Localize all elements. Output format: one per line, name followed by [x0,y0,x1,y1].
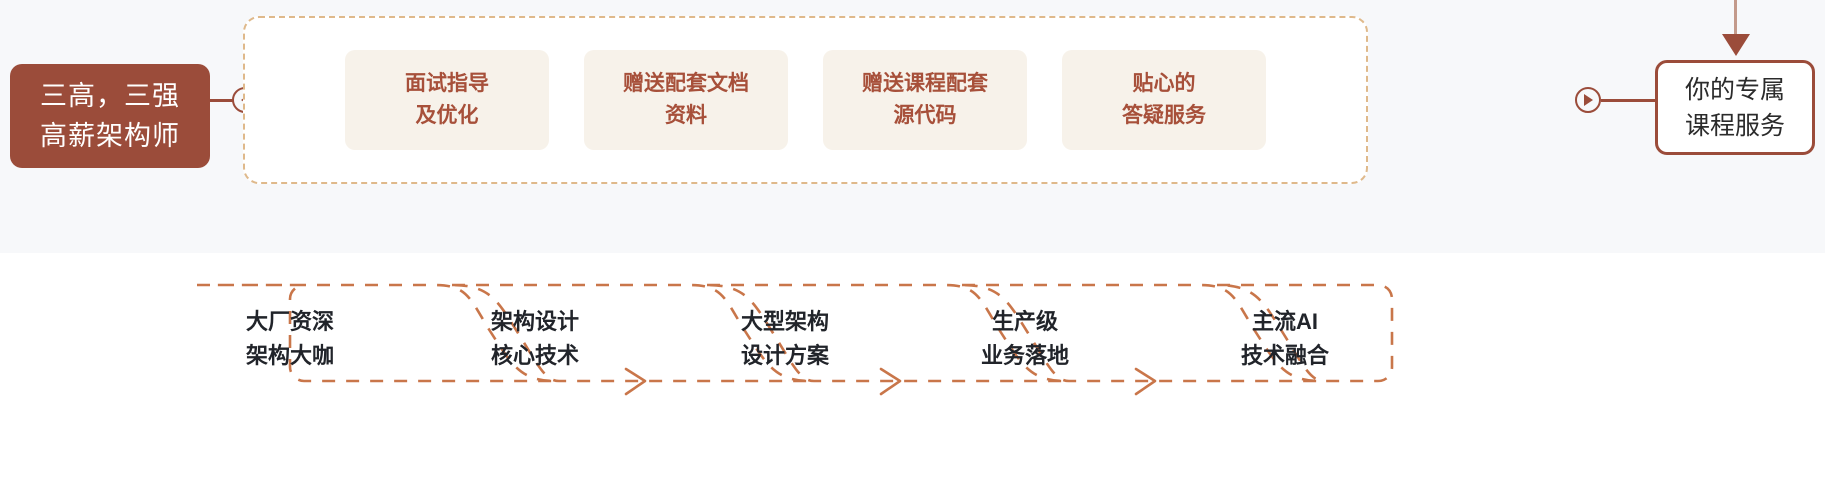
top-section: 三高，三强 高薪架构师 面试指导 及优化 赠送配套文档 资料 赠送课程配套 [10,0,1815,184]
step-chevron-5 [1216,283,1394,383]
step-3-line-2: 设计方案 [740,343,829,368]
right-node-line-2: 课程服务 [1684,111,1785,140]
step-4-line-1: 生产级 [991,309,1058,334]
arrow-right-icon-1 [624,367,647,396]
right-node-line-1: 你的专属 [1684,75,1785,104]
main-node[interactable]: 三高，三强 高薪架构师 [10,64,210,168]
step-chevron-1 [197,283,557,383]
step-3-line-1: 大型架构 [740,309,829,334]
features-dashed-container: 面试指导 及优化 赠送配套文档 资料 赠送课程配套 源代码 贴心的 答疑服务 [243,16,1368,184]
step-2-label[interactable]: 架构设计 核心技术 [440,305,630,373]
features-row: 面试指导 及优化 赠送配套文档 资料 赠送课程配套 源代码 贴心的 答疑服务 [245,18,1366,182]
step-chevron-4 [961,283,1322,383]
feature-card-2-line-1: 赠送配套文档 [623,72,749,95]
step-2-line-2: 核心技术 [490,343,579,368]
step-1-label[interactable]: 大厂资深 架构大咖 [195,305,385,373]
right-node-connector-line [1601,99,1657,102]
step-1-line-2: 架构大咖 [245,343,334,368]
feature-card-1[interactable]: 面试指导 及优化 [345,50,549,150]
main-node-line-1: 三高，三强 [40,81,180,111]
step-chevron-3 [706,283,1067,383]
feature-card-2-line-2: 资料 [665,104,707,127]
steps-chevron-graphics [197,283,1394,396]
feature-card-3-line-1: 赠送课程配套 [862,72,988,95]
feature-card-3[interactable]: 赠送课程配套 源代码 [823,50,1027,150]
feature-card-4[interactable]: 贴心的 答疑服务 [1062,50,1266,150]
step-5-line-1: 主流AI [1251,309,1318,334]
main-node-line-2: 高薪架构师 [40,121,180,151]
arrow-right-icon-3 [1134,367,1157,396]
step-chevron-2 [451,283,812,383]
step-5-label[interactable]: 主流AI 技术融合 [1190,305,1380,373]
feature-card-4-line-2: 答疑服务 [1122,104,1206,127]
bottom-section: 大厂资深 架构大咖 架构设计 核心技术 大型架构 设计方案 生产级 业务落地 主… [0,253,1825,483]
expand-right-button[interactable] [1575,87,1601,113]
step-1-line-1: 大厂资深 [245,309,334,334]
feature-card-2[interactable]: 赠送配套文档 资料 [584,50,788,150]
feature-card-1-line-1: 面试指导 [405,72,489,95]
step-4-label[interactable]: 生产级 业务落地 [930,305,1120,373]
right-node[interactable]: 你的专属 课程服务 [1655,60,1815,155]
arrow-down-icon-shaft [1734,0,1737,34]
triangle-right-icon [1583,94,1593,106]
arrow-down-icon [1722,34,1750,56]
feature-card-1-line-2: 及优化 [415,104,479,127]
step-5-line-2: 技术融合 [1240,343,1329,368]
feature-card-3-line-2: 源代码 [893,104,957,127]
feature-card-4-line-1: 贴心的 [1132,72,1196,95]
step-4-line-2: 业务落地 [980,343,1069,368]
arrow-right-icon-2 [879,367,902,396]
step-3-label[interactable]: 大型架构 设计方案 [690,305,880,373]
step-2-line-1: 架构设计 [490,309,579,334]
